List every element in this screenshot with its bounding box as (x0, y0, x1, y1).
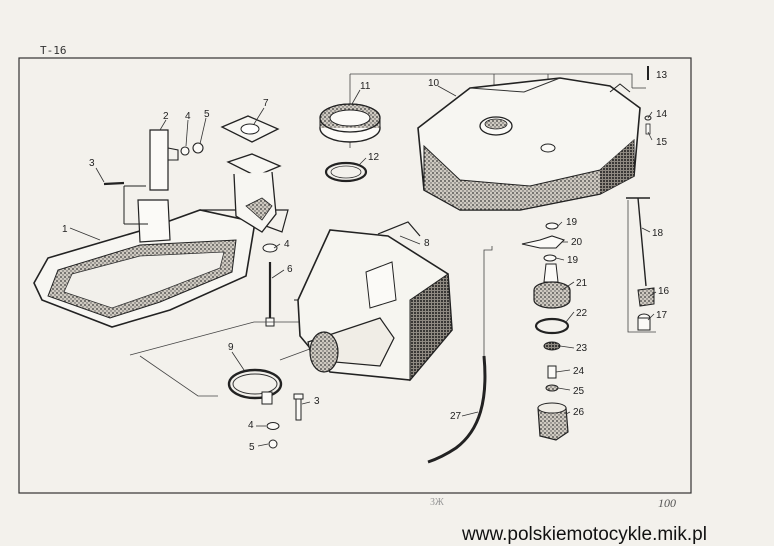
assembly-guide-lines (129, 73, 656, 397)
fuel-level-rod (626, 197, 655, 331)
callout-10: 10 (428, 78, 440, 89)
callout-6: 6 (287, 264, 293, 275)
scan-mark: ЗЖ (430, 497, 444, 508)
callout-24: 24 (573, 366, 585, 377)
callout-leaders (69, 85, 657, 447)
callout-7: 7 (263, 98, 269, 109)
callout-11: 11 (360, 81, 371, 92)
washer-and-long-bolt (262, 243, 278, 327)
callout-17: 17 (656, 310, 668, 321)
callout-18: 18 (652, 228, 664, 239)
callout-16: 16 (658, 286, 670, 297)
page-number: 100 (658, 496, 676, 510)
callout-20: 20 (571, 237, 583, 248)
ring-gasket (324, 161, 368, 183)
fuel-tank (417, 66, 652, 211)
callout-19-upper: 19 (566, 217, 578, 228)
hose-clamp (227, 368, 304, 449)
callout-4-upper: 4 (185, 111, 191, 122)
callout-3-lower: 3 (314, 396, 320, 407)
callout-14: 14 (656, 109, 668, 120)
callout-19-lower: 19 (567, 255, 579, 266)
callout-22: 22 (576, 308, 588, 319)
bracket-fasteners (103, 142, 204, 186)
fuel-tap-assembly (521, 222, 571, 441)
callout-5-lower: 5 (249, 442, 255, 453)
callout-3-upper: 3 (89, 158, 95, 169)
website-url: www.polskiemotocykle.mik.pl (462, 524, 707, 545)
frame-border (18, 57, 692, 494)
callout-25: 25 (573, 386, 585, 397)
callout-23: 23 (576, 343, 588, 354)
intake-rubber-sleeve (294, 221, 453, 382)
callout-4-middle: 4 (284, 239, 290, 250)
mounting-bracket (123, 129, 179, 243)
air-filter-housing (33, 209, 289, 328)
callout-1: 1 (62, 224, 68, 235)
callout-4-lower: 4 (248, 420, 254, 431)
callout-21: 21 (576, 278, 588, 289)
callout-labels: 1 2 3 4 5 7 4 6 9 3 4 5 8 11 12 10 13 14… (62, 70, 670, 453)
callout-12: 12 (368, 152, 380, 163)
callout-15: 15 (656, 137, 668, 148)
callout-27: 27 (450, 411, 462, 422)
fuel-hose (427, 355, 487, 464)
callout-9: 9 (228, 342, 234, 353)
intake-flange (220, 115, 282, 233)
callout-8: 8 (424, 238, 430, 249)
callout-5-upper: 5 (204, 109, 210, 120)
callout-2: 2 (163, 111, 169, 122)
page-code: T-16 (40, 44, 67, 57)
callout-26: 26 (573, 407, 585, 418)
callout-13: 13 (656, 70, 668, 81)
filler-ring (319, 103, 381, 143)
